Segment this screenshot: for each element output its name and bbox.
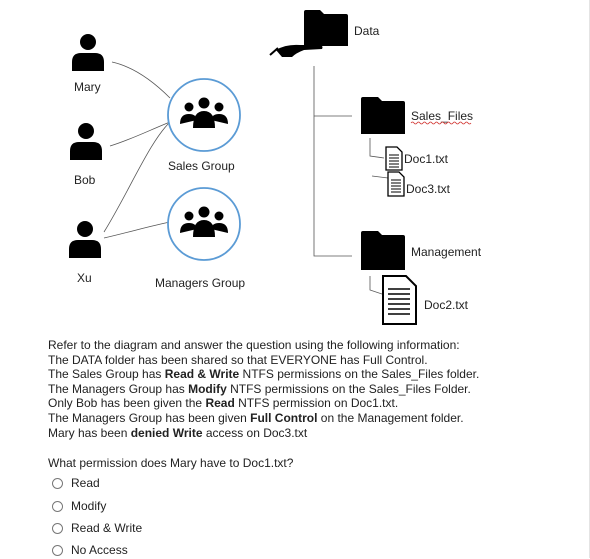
person-icon bbox=[70, 123, 102, 160]
info-line: Mary has been denied Write access on Doc… bbox=[48, 425, 308, 440]
managers-group: Managers Group bbox=[155, 187, 245, 290]
management-folder: Management bbox=[361, 231, 482, 270]
radio-button[interactable] bbox=[52, 500, 63, 512]
document-icon bbox=[385, 146, 403, 171]
info-line: The Managers Group has Modify NTFS permi… bbox=[48, 381, 471, 396]
person-icon bbox=[72, 34, 104, 71]
folder-label: Management bbox=[411, 245, 482, 259]
user-mary: Mary bbox=[72, 34, 104, 94]
sales-files-folder: Sales_Files bbox=[361, 97, 473, 134]
radio-button[interactable] bbox=[52, 522, 63, 534]
scenario-info: Refer to the diagram and answer the ques… bbox=[48, 338, 568, 440]
option-label: Read & Write bbox=[71, 521, 143, 535]
user-label: Xu bbox=[77, 271, 92, 285]
group-label: Sales Group bbox=[168, 159, 235, 173]
file-label: Doc3.txt bbox=[406, 182, 451, 196]
file-label: Doc1.txt bbox=[404, 152, 449, 166]
option-label: Modify bbox=[71, 499, 107, 513]
doc1-file: Doc1.txt bbox=[385, 146, 449, 171]
option-read-write[interactable]: Read & Write bbox=[52, 519, 142, 537]
option-no-access[interactable]: No Access bbox=[52, 541, 128, 559]
sharing-hand-icon bbox=[269, 44, 323, 57]
group-icon bbox=[180, 206, 228, 237]
file-label: Doc2.txt bbox=[424, 298, 469, 312]
user-label: Bob bbox=[74, 173, 96, 187]
folder-icon bbox=[361, 231, 405, 270]
document-icon bbox=[382, 275, 417, 325]
option-modify[interactable]: Modify bbox=[52, 497, 106, 515]
folder-icon bbox=[304, 10, 348, 46]
data-folder: Data bbox=[269, 10, 380, 57]
radio-button[interactable] bbox=[52, 544, 63, 556]
doc2-file: Doc2.txt bbox=[382, 275, 469, 325]
question-text: What permission does Mary have to Doc1.t… bbox=[48, 456, 294, 470]
option-label: No Access bbox=[71, 543, 128, 557]
info-line: The Sales Group has Read & Write NTFS pe… bbox=[48, 367, 480, 382]
person-icon bbox=[69, 221, 101, 258]
info-line: The DATA folder has been shared so that … bbox=[48, 352, 428, 367]
document-icon bbox=[387, 171, 405, 197]
sales-group: Sales Group bbox=[167, 78, 241, 173]
info-intro: Refer to the diagram and answer the ques… bbox=[48, 338, 460, 352]
doc3-file: Doc3.txt bbox=[387, 171, 451, 197]
info-line: The Managers Group has been given Full C… bbox=[48, 410, 464, 425]
spellcheck-underline bbox=[410, 121, 472, 125]
info-line: Only Bob has been given the Read NTFS pe… bbox=[48, 396, 399, 411]
folder-label: Sales_Files bbox=[411, 109, 473, 123]
option-label: Read bbox=[71, 476, 100, 490]
folder-icon bbox=[361, 97, 405, 134]
option-read[interactable]: Read bbox=[52, 474, 100, 492]
folder-label: Data bbox=[354, 24, 380, 38]
user-xu: Xu bbox=[69, 221, 101, 285]
user-label: Mary bbox=[74, 80, 101, 94]
permissions-diagram: Mary Bob Xu Sales Group bbox=[69, 10, 482, 325]
user-bob: Bob bbox=[70, 123, 102, 187]
group-label: Managers Group bbox=[155, 276, 245, 290]
group-icon bbox=[180, 97, 228, 128]
radio-button[interactable] bbox=[52, 477, 63, 489]
connector-lines bbox=[103, 61, 389, 295]
